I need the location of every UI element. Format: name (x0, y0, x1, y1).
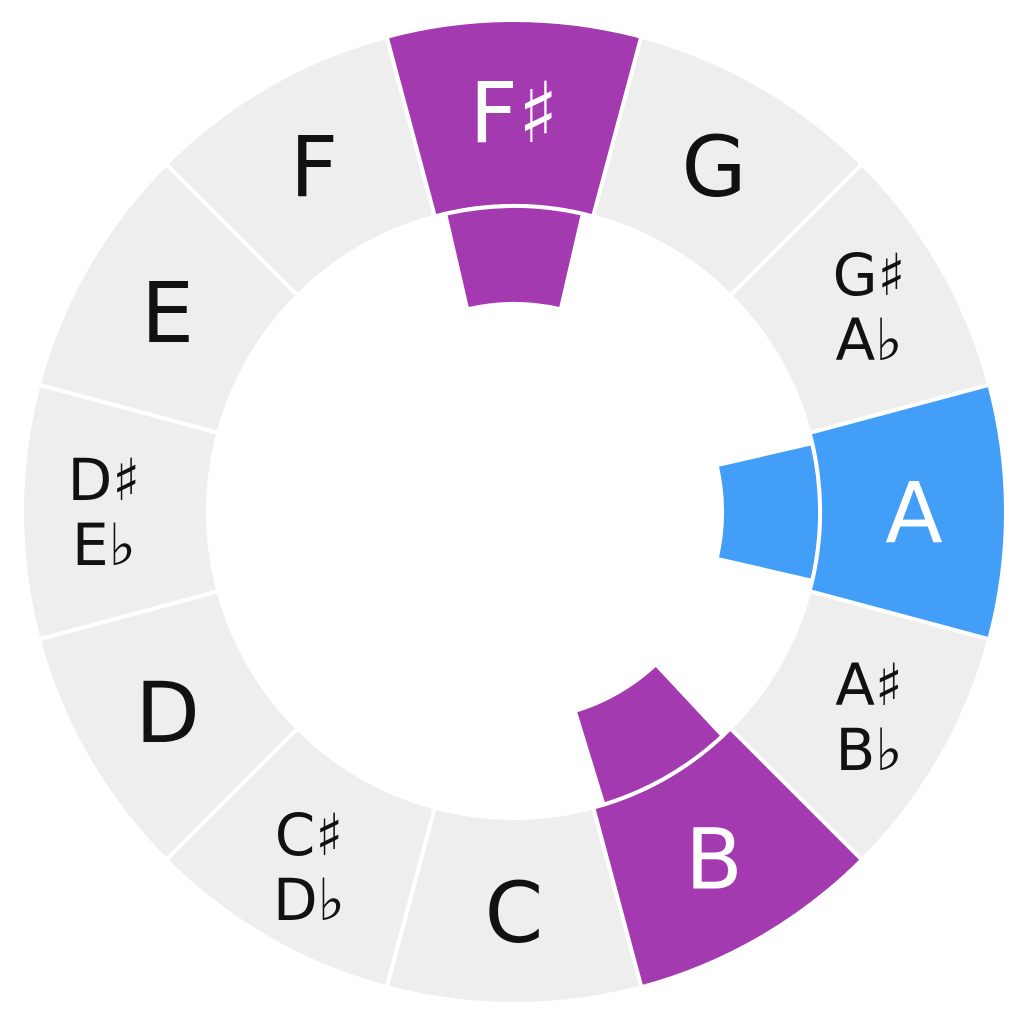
note-label-a: A (885, 464, 942, 562)
note-name-c-1: C (485, 864, 544, 962)
note-name-f-sharp-1: F♯ (470, 64, 559, 162)
note-label-f-sharp: F♯ (470, 64, 559, 162)
note-name-b-1: B (685, 811, 743, 909)
note-name-g-sharp-1: G♯ (833, 241, 906, 309)
note-label-g: G (681, 118, 746, 216)
segment-inner-band-a (714, 440, 822, 584)
note-label-d-sharp: D♯E♭ (68, 446, 141, 579)
note-name-g-sharp-2: A♭ (836, 306, 903, 374)
note-name-a-sharp-2: B♭ (835, 716, 902, 784)
note-label-d: D (135, 664, 200, 762)
note-label-c-sharp: C♯D♭ (273, 801, 345, 934)
note-name-g-1: G (681, 118, 746, 216)
note-name-a-1: A (885, 464, 942, 562)
segment-inner-band-f-sharp (442, 204, 586, 312)
segment-g-sharp[interactable] (727, 161, 992, 436)
note-segments (20, 18, 1009, 1007)
note-name-a-sharp-1: A♯ (835, 651, 903, 719)
note-label-g-sharp: G♯A♭ (833, 241, 906, 374)
note-name-d-sharp-1: D♯ (68, 446, 141, 514)
note-label-a-sharp: A♯B♭ (835, 651, 903, 784)
note-name-c-sharp-2: D♭ (273, 866, 345, 934)
note-name-d-sharp-2: E♭ (72, 511, 136, 579)
note-name-e-1: E (141, 264, 194, 362)
note-label-e: E (141, 264, 194, 362)
note-labels: A A♯B♭ B C C♯D♭ D D♯E♭ EF F♯ G G♯A♭ (68, 64, 943, 962)
note-name-c-sharp-1: C♯ (275, 801, 344, 869)
segment-inner-band-b (572, 661, 726, 808)
note-label-c: C (485, 864, 544, 962)
note-name-f-1: F (290, 118, 338, 216)
note-name-d-1: D (135, 664, 200, 762)
note-label-f: F (290, 118, 338, 216)
note-label-b: B (685, 811, 743, 909)
